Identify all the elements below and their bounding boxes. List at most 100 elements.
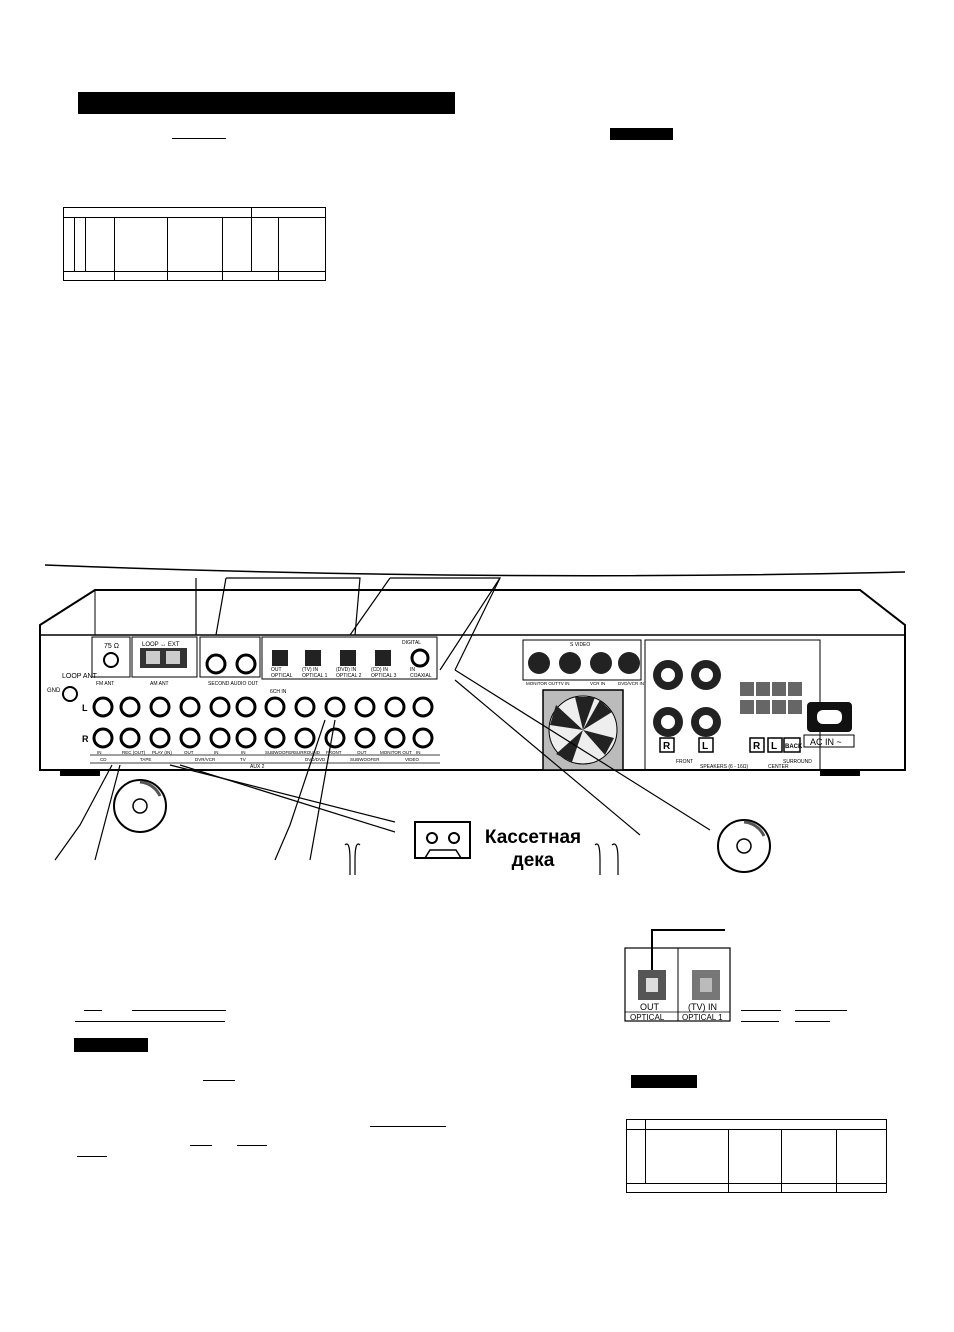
rca-jack-label: OUT xyxy=(184,750,194,755)
rca-jack-label: IN xyxy=(241,750,246,755)
detail-out-label: OUT xyxy=(640,1002,660,1012)
bottom-underline-1 xyxy=(84,1010,102,1011)
section-header-bar xyxy=(78,92,455,114)
optical-socket-top-label: IN xyxy=(410,667,415,673)
rca-group-label: TAPE xyxy=(140,757,151,762)
channel-l-marker: L xyxy=(82,703,88,713)
optical-socket-bottom-label: OPTICAL 3 xyxy=(371,673,397,679)
bottom-underline-8 xyxy=(77,1156,107,1157)
back-label: BACK xyxy=(785,744,803,750)
ac-in-label: AC IN ~ xyxy=(810,737,842,747)
coaxial-socket xyxy=(410,648,430,668)
svideo-socket-label: TV IN xyxy=(558,681,570,686)
surround-r-label: R xyxy=(753,741,761,752)
cassette-deck-caption: Кассетная дека xyxy=(478,826,588,872)
fm-ant-label: FM ANT xyxy=(96,681,114,687)
bottom-underline-7 xyxy=(237,1145,267,1146)
optical-socket-top-label: OUT xyxy=(271,667,282,673)
bottom-underline-4 xyxy=(203,1080,235,1081)
rca-group-label: DVD/DVD xyxy=(305,757,326,762)
surround-terminals xyxy=(740,682,802,714)
loop-ant-terminal xyxy=(62,686,78,702)
optical-socket-bottom-label: OPTICAL 2 xyxy=(336,673,362,679)
fm-ant-socket xyxy=(103,652,119,668)
second-audio-label: SECOND AUDIO OUT xyxy=(208,681,258,687)
cd-disc-left xyxy=(113,779,167,833)
cassette-deck-line2: дека xyxy=(511,850,555,871)
rca-jack-label: IN xyxy=(97,750,102,755)
rear-panel-diagram: 75 Ω FM ANT LOOP ↔ EXT AM ANT LOOP ANT G… xyxy=(39,564,906,875)
second-audio-r-jack xyxy=(205,653,227,675)
optical-socket-bottom-label: COAXIAL xyxy=(410,673,432,679)
detail-optical1-label: OPTICAL 1 xyxy=(682,1013,723,1022)
s-video-label: S VIDEO xyxy=(570,642,590,648)
detail-underline-1 xyxy=(741,1010,781,1011)
digital-label: DIGITAL xyxy=(402,640,421,646)
rca-group-label: VIDEO xyxy=(405,757,420,762)
cassette-deck-line1: Кассетная xyxy=(484,827,582,848)
optical-socket-top-label: (CD) IN xyxy=(371,667,388,673)
bottom-underline-2 xyxy=(132,1010,226,1011)
channel-r-marker: R xyxy=(82,734,89,744)
am-ant-label: AM ANT xyxy=(150,681,169,687)
note-label-bar-bottom xyxy=(74,1038,148,1052)
bottom-underline-5 xyxy=(370,1126,446,1127)
detail-tv-in-label: (TV) IN xyxy=(688,1002,717,1012)
am-ant-area xyxy=(131,636,198,678)
optical-detail-diagram: OUT (TV) IN OPTICAL OPTICAL 1 xyxy=(624,929,731,1022)
optical2-socket xyxy=(340,650,356,666)
gnd-label: GND xyxy=(47,688,61,694)
bottom-underline-6 xyxy=(190,1145,212,1146)
front-r-label: R xyxy=(663,741,671,752)
detail-underline-4 xyxy=(795,1021,830,1022)
rca-group-label: SUBWOOFER xyxy=(350,757,380,762)
svideo-socket-label: VCR IN xyxy=(590,681,605,686)
detail-underline-2 xyxy=(795,1010,847,1011)
speakers-label: SPEAKERS (6 - 16Ω) xyxy=(700,764,749,770)
optical-socket-bottom-label: OPTICAL xyxy=(271,673,293,679)
detail-optical-label: OPTICAL xyxy=(630,1013,665,1022)
note-label-bar-right xyxy=(631,1075,697,1088)
front-l-label: L xyxy=(702,741,708,752)
cd-disc-right xyxy=(717,819,771,873)
info-table-top xyxy=(63,206,326,282)
rca-jack-label: FRONT xyxy=(326,750,342,755)
aux-label: AUX 2 xyxy=(250,764,265,770)
rca-jack-label: IN xyxy=(416,750,421,755)
bottom-underline-3 xyxy=(75,1021,225,1022)
optical-out-socket xyxy=(272,650,288,666)
optical-socket-top-label: (TV) IN xyxy=(302,667,318,673)
ohm-label: 75 Ω xyxy=(104,643,119,650)
rca-jack-label: SUBWOOFER xyxy=(265,750,295,755)
loop-ext-label: LOOP ↔ EXT xyxy=(142,642,180,648)
note-label-bar xyxy=(610,128,673,140)
cassette-icon xyxy=(414,821,471,859)
rca-group-label: TV xyxy=(240,757,246,762)
rca-jack-label: PLAY (IN) xyxy=(152,750,172,755)
optical1-socket xyxy=(305,650,321,666)
detail-underline-3 xyxy=(741,1021,779,1022)
center-label: CENTER xyxy=(768,764,789,770)
info-table-bottom xyxy=(626,1118,887,1194)
front-label: FRONT xyxy=(676,759,693,765)
rca-jack-label: SURROUND xyxy=(294,750,321,755)
front-speaker-terminals xyxy=(653,660,721,737)
rca-jack-label: REC (OUT) xyxy=(122,750,146,755)
rca-group-label: DVR/VCR xyxy=(195,757,216,762)
svideo-socket-label: DVD/VCR IN xyxy=(618,681,644,686)
optical-sockets xyxy=(272,648,430,668)
optical3-socket xyxy=(375,650,391,666)
rca-jacks xyxy=(92,696,434,749)
rca-jack-label: MONITOR OUT xyxy=(380,750,412,755)
rca-group-label: CD xyxy=(100,757,107,762)
optical-socket-top-label: (DVD) IN xyxy=(336,667,357,673)
loop-ant-label: LOOP ANT xyxy=(62,673,98,680)
surround-label: SURROUND xyxy=(783,759,812,765)
second-audio-l-jack xyxy=(235,653,257,675)
header-underline xyxy=(172,138,226,139)
rca-jack-label: OUT xyxy=(357,750,367,755)
surround-l-label: L xyxy=(771,741,777,752)
fm-ant-area xyxy=(91,636,131,678)
rca-jack-label: IN xyxy=(214,750,219,755)
six-ch-in-label: 6CH IN xyxy=(270,689,287,695)
